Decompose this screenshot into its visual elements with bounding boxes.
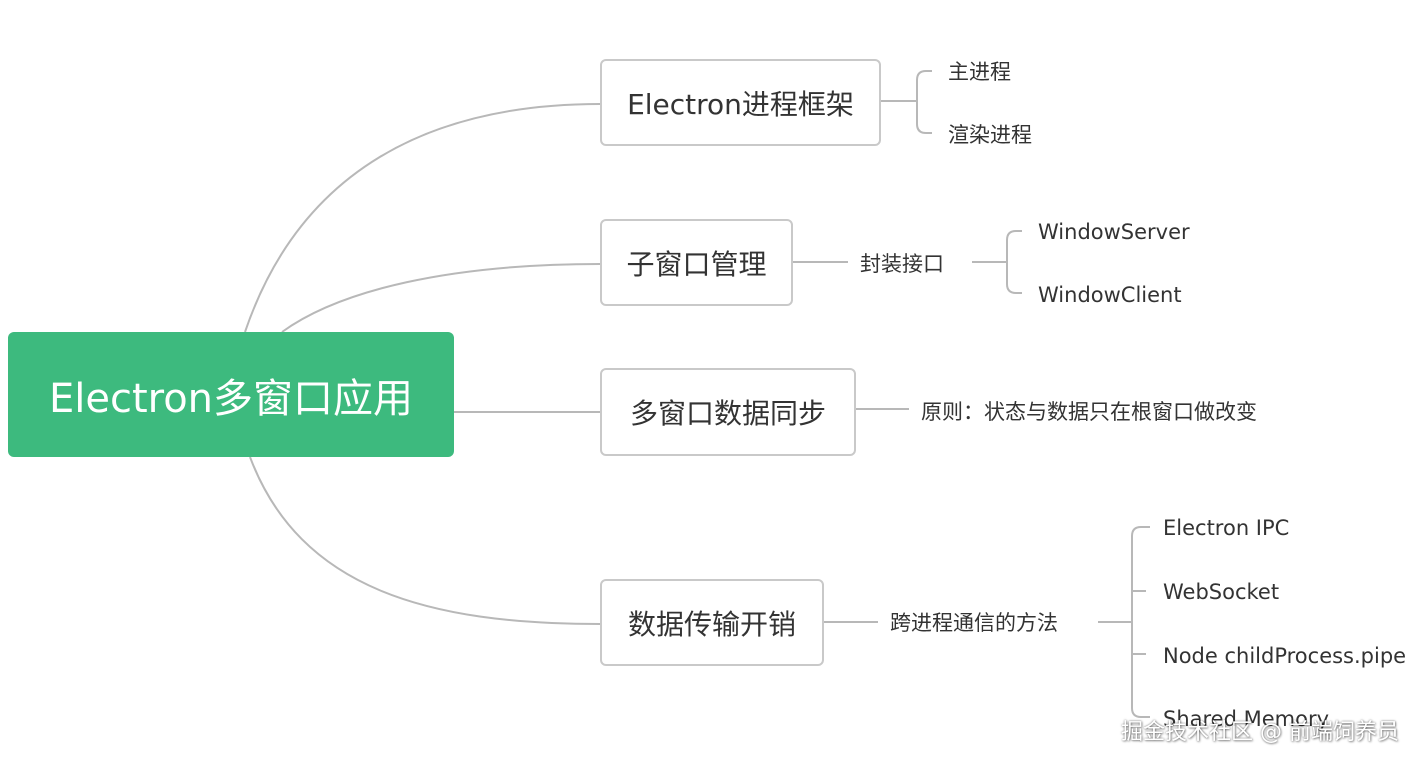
node-child-window-management-label: 子窗口管理 [626, 247, 767, 281]
leaf-renderer-process[interactable]: 渲染进程 [948, 123, 1032, 147]
connector-root-to-child-window [281, 263, 601, 333]
connector-root-to-data-transfer [249, 456, 601, 625]
node-child-window-management[interactable]: 子窗口管理 [600, 219, 793, 306]
node-multi-window-data-sync[interactable]: 多窗口数据同步 [600, 368, 856, 456]
root-node-label: Electron多窗口应用 [48, 375, 414, 422]
leaf-node-childprocess-pipe[interactable]: Node childProcess.pipe [1163, 644, 1407, 668]
connector-root-to-process-framework [244, 103, 601, 333]
node-multi-window-data-sync-label: 多窗口数据同步 [629, 397, 826, 430]
leaf-electron-ipc[interactable]: Electron IPC [1163, 516, 1290, 540]
mid-ipc-methods[interactable]: 跨进程通信的方法 [890, 611, 1058, 635]
node-data-transfer-overhead[interactable]: 数据传输开销 [600, 579, 824, 666]
watermark-text: 掘金技术社区 @ 前端饲养员 [1121, 720, 1399, 745]
leaf-sync-principle[interactable]: 原则：状态与数据只在根窗口做改变 [921, 400, 1257, 424]
node-process-framework-label: Electron进程框架 [627, 87, 854, 121]
leaf-window-server[interactable]: WindowServer [1038, 220, 1190, 244]
leaf-websocket[interactable]: WebSocket [1163, 580, 1280, 604]
node-process-framework[interactable]: Electron进程框架 [600, 59, 881, 146]
node-data-transfer-overhead-label: 数据传输开销 [627, 607, 796, 641]
bracket-ipc-methods-children [1131, 526, 1150, 718]
bracket-framework-children [916, 70, 932, 134]
leaf-shared-memory[interactable]: Shared Memory [1163, 707, 1330, 731]
leaf-window-client[interactable]: WindowClient [1038, 283, 1182, 307]
root-node[interactable]: Electron多窗口应用 [8, 332, 454, 457]
mid-encapsulated-interface[interactable]: 封装接口 [860, 252, 944, 276]
leaf-main-process[interactable]: 主进程 [948, 60, 1011, 84]
bracket-interface-children [1006, 230, 1022, 294]
